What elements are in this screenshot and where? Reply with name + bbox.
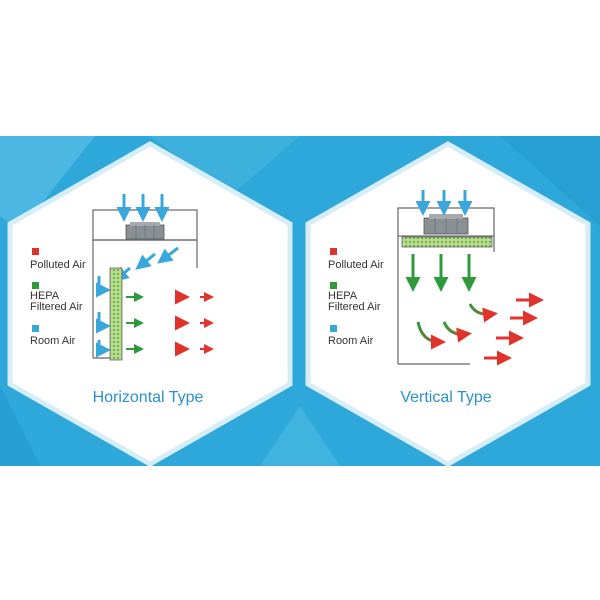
airflow-arrow-icon <box>157 246 179 264</box>
legend-label-polluted: Polluted Air <box>328 259 384 271</box>
banner-facet <box>260 406 340 466</box>
legend-swatch-room <box>330 325 337 332</box>
airflow-arrow-icon <box>96 312 111 334</box>
fan-icon <box>423 214 469 235</box>
airflow-arrow-icon <box>96 340 111 358</box>
airflow-banner: Polluted Air HEPA Filtered Air Room Air <box>0 136 600 466</box>
deflection-arrows <box>416 303 498 350</box>
legend-label-hepa: HEPA Filtered Air <box>30 290 83 313</box>
airflow-arrow-icon <box>96 276 111 298</box>
hexagon-frame <box>305 141 591 466</box>
banner-facet <box>0 136 95 231</box>
legend-swatch-polluted <box>330 248 337 255</box>
airflow-arrow-icon <box>468 303 498 323</box>
fan-icon <box>125 222 165 240</box>
airflow-arrow-icon <box>135 252 156 270</box>
polluted-outflow-arrows <box>484 292 544 366</box>
banner-facet <box>500 136 600 226</box>
hepa-filter-icon <box>401 236 493 248</box>
horizontal-type-panel: Polluted Air HEPA Filtered Air Room Air <box>7 141 293 466</box>
banner-facet <box>0 386 40 466</box>
legend: Polluted Air HEPA Filtered Air Room Air <box>328 248 384 347</box>
airflow-arrow-icon <box>416 321 446 350</box>
legend-swatch-hepa <box>330 282 337 289</box>
legend-label-room: Room Air <box>30 335 76 347</box>
horizontal-airflow-arrows <box>126 289 214 357</box>
airflow-arrow-icon <box>442 321 472 343</box>
vertical-downflow-arrows <box>405 254 477 292</box>
hepa-filter-icon <box>109 267 123 361</box>
vertical-type-panel: Polluted Air HEPA Filtered Air Room Air <box>305 141 591 466</box>
legend-label-polluted: Polluted Air <box>30 259 86 271</box>
legend-label-hepa: HEPA Filtered Air <box>328 290 381 313</box>
legend-swatch-hepa <box>32 282 39 289</box>
panel-title: Vertical Type <box>400 389 491 406</box>
legend: Polluted Air HEPA Filtered Air Room Air <box>30 248 86 347</box>
legend-swatch-room <box>32 325 39 332</box>
legend-label-room: Room Air <box>328 335 374 347</box>
panel-title: Horizontal Type <box>93 389 204 406</box>
banner-facet <box>150 136 300 196</box>
legend-swatch-polluted <box>32 248 39 255</box>
room-air-intake-arrows <box>415 190 473 216</box>
hexagon-frame <box>7 141 293 466</box>
airflow-diagram-svg: Polluted Air HEPA Filtered Air Room Air <box>0 136 600 466</box>
